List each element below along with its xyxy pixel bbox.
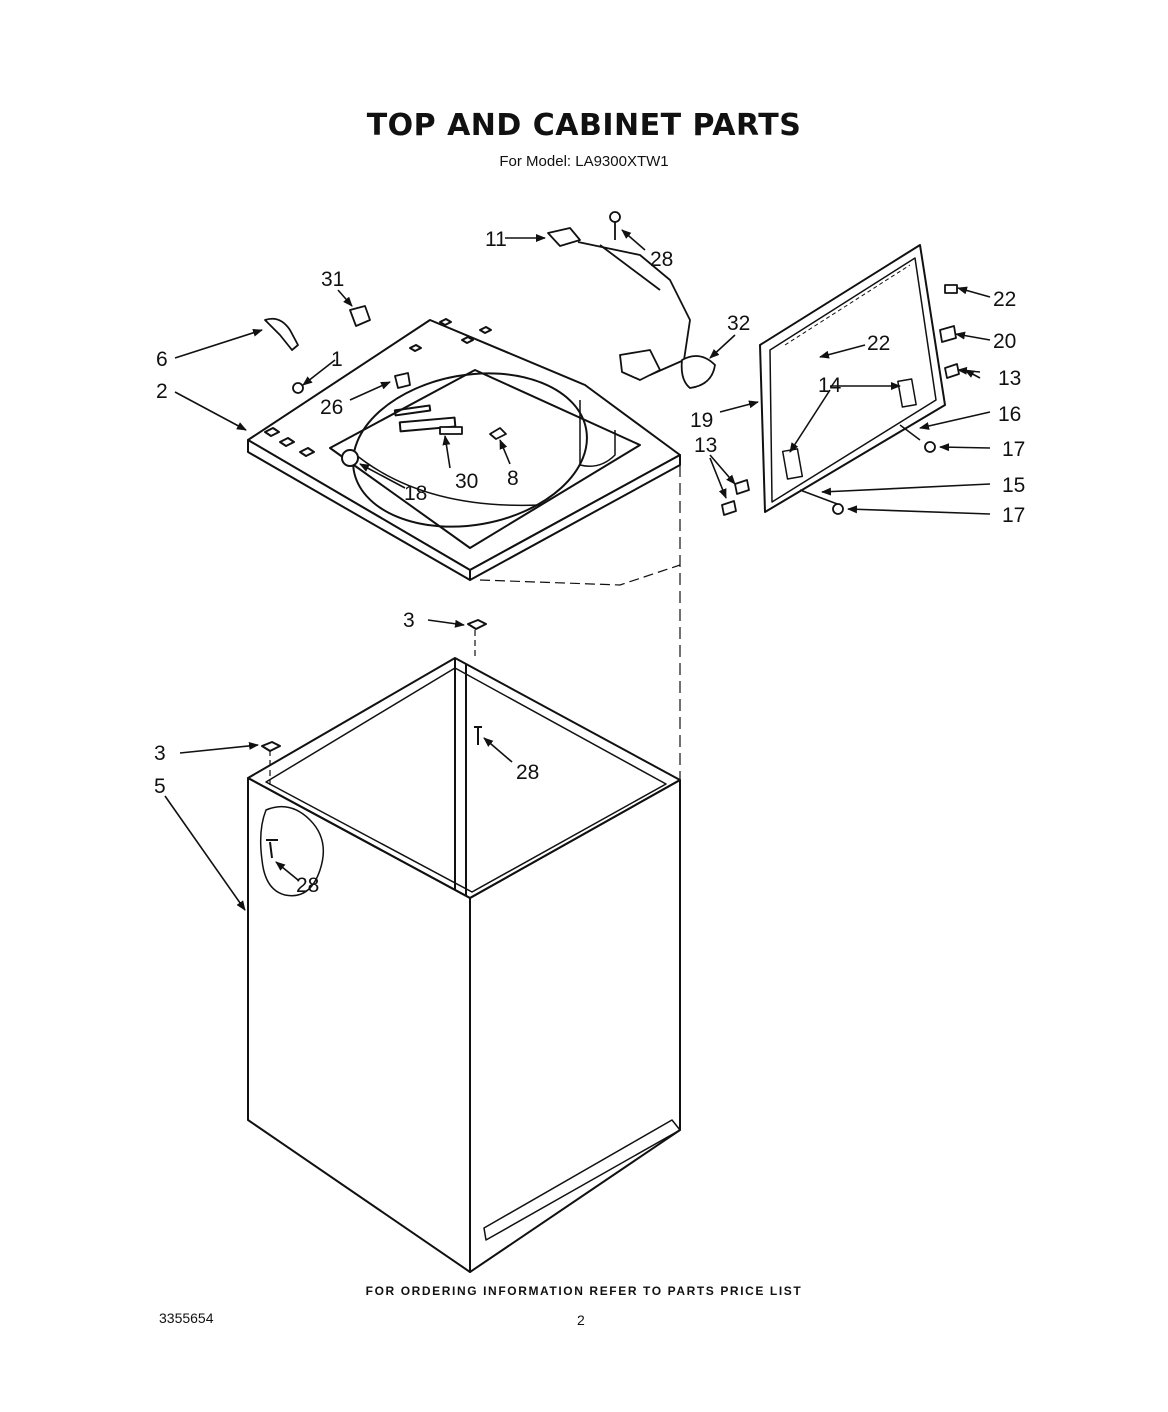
callout-3-lower: 3 — [154, 742, 166, 765]
lid — [759, 244, 946, 513]
callout-18: 18 — [404, 482, 427, 505]
callout-13-left: 13 — [694, 434, 717, 457]
model-subtitle: For Model: LA9300XTW1 — [499, 153, 669, 170]
callout-19: 19 — [690, 409, 713, 432]
small-parts — [264, 211, 960, 516]
callout-2: 2 — [156, 380, 168, 403]
callout-17-lower: 17 — [1002, 504, 1025, 527]
callout-28-middle: 28 — [516, 761, 539, 784]
leader-arrows — [164, 229, 991, 911]
callout-22-inner: 22 — [867, 332, 890, 355]
callout-31: 31 — [321, 268, 344, 291]
callout-3-upper: 3 — [403, 609, 415, 632]
callout-1: 1 — [331, 348, 343, 371]
callout-11: 11 — [485, 228, 507, 251]
callout-28-top: 28 — [650, 248, 673, 271]
callout-8: 8 — [507, 467, 519, 490]
callout-32: 32 — [727, 312, 750, 335]
callout-30: 30 — [455, 470, 478, 493]
callout-20: 20 — [993, 330, 1016, 353]
washer-top — [247, 318, 681, 586]
callout-26: 26 — [320, 396, 343, 419]
callout-17-upper: 17 — [1002, 438, 1025, 461]
callout-5: 5 — [154, 775, 166, 798]
callout-13-right: 13 — [998, 367, 1021, 390]
callout-14: 14 — [818, 374, 842, 397]
ordering-note: FOR ORDERING INFORMATION REFER TO PARTS … — [365, 1284, 803, 1298]
callout-15: 15 — [1002, 474, 1025, 497]
cabinet — [247, 465, 681, 1273]
page-number: 2 — [577, 1312, 585, 1328]
document-number: 3355654 — [159, 1310, 214, 1326]
callout-22-outer: 22 — [993, 288, 1016, 311]
callout-labels: 11 28 31 32 6 1 2 26 30 8 18 19 22 22 20… — [154, 228, 1025, 897]
callout-28-bottom: 28 — [296, 874, 319, 897]
page-title: TOP AND CABINET PARTS — [366, 108, 802, 143]
callout-16: 16 — [998, 403, 1021, 426]
callout-6: 6 — [156, 348, 168, 371]
